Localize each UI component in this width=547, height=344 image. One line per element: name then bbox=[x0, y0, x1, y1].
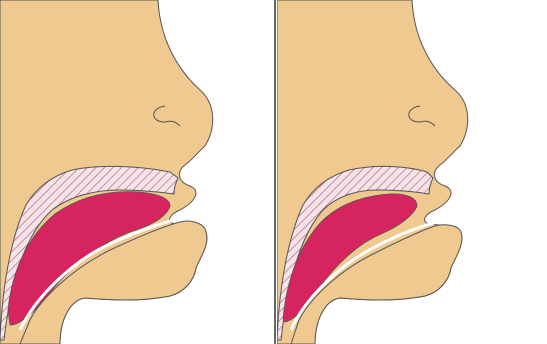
sagittal-view-left bbox=[0, 0, 270, 344]
head-cross-section-right bbox=[277, 0, 547, 344]
panel-divider bbox=[274, 0, 276, 344]
head-cross-section-left bbox=[0, 0, 270, 344]
sagittal-view-right bbox=[277, 0, 547, 344]
